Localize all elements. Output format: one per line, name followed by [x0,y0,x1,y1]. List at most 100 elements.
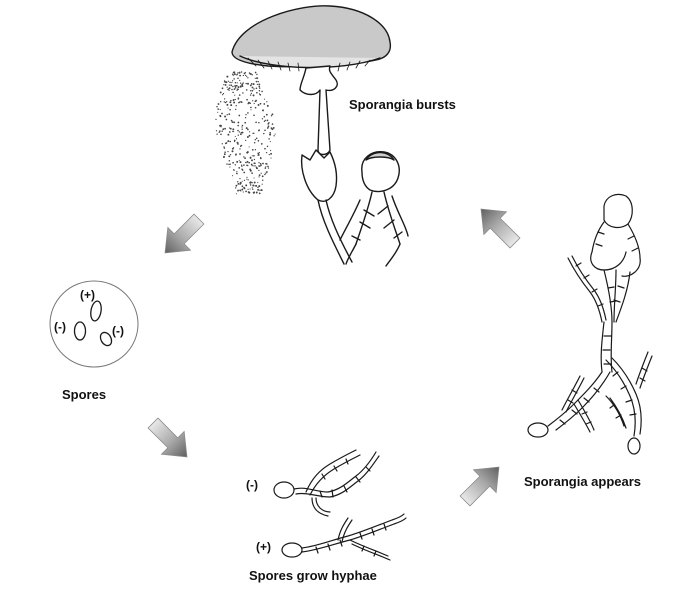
spore-dust-dot [252,94,255,97]
spore-dust-dot [265,166,267,168]
spore-dust-dot [219,130,221,132]
spore-dust-dot [258,89,261,92]
spore-plus [90,300,102,322]
spore-dust-dot [250,92,253,95]
spore-dust-dot [264,147,266,150]
spore-dust-dot [238,131,241,133]
sporangium-head [603,193,633,229]
spore-dust-dot [270,149,272,152]
spore-dust-dot [229,81,231,84]
spore-dust-dot [272,126,275,129]
spore-dust-dot [224,98,226,100]
spore-dust-dot [239,161,242,164]
spore-dust-dot [234,164,237,166]
spore-dust-dot [221,93,224,96]
spore-dust-dot [237,72,239,74]
spore-dust-dot [246,75,248,77]
spore-dust-dot [219,124,222,127]
spore-dust-dot [243,156,245,158]
spore-dust-dot [250,73,252,75]
spore-dust-dot [224,151,226,153]
spore-dust-dot [249,84,252,87]
spore-dust-dot [229,140,232,143]
spore-dust-dot [241,165,243,168]
spore-dust-dot [234,85,236,88]
spore-dust-dot [221,87,224,90]
spore-dust-dot [257,182,259,184]
spore-dust-dot [241,82,244,84]
spore-dust-dot [254,106,257,109]
spore-dust-dot [223,84,225,86]
spore-dust-dot [231,121,234,123]
sporangium-base-right [627,437,641,455]
spore-dust-dot [267,123,270,125]
spore-dust-dot [271,113,274,116]
spore-dust-dot [242,191,244,193]
spore-dust-dot [245,161,247,164]
spore-dust-dot [238,167,241,169]
spore-dust-dot [226,100,228,103]
spore-dust-dot [260,143,263,145]
spore-dust-dot [240,131,242,134]
spore-dust-dot [233,139,236,142]
spore-dust-dot [259,87,261,89]
spore-dust-dot [253,177,255,179]
spore-dust-dot [219,115,222,118]
spore-dust-dot [239,145,242,147]
spore-dust-dot [244,121,247,124]
hypha-plus-spore [281,542,303,558]
spore-dust-dot [237,121,240,124]
spore-dust-dot [243,186,246,189]
spore-dust-dot [258,83,261,86]
spore-dust-dot [252,188,254,190]
spore-dust-dot [264,129,266,132]
spore-dust-dot [239,101,241,103]
spore-dust-dot [247,82,249,85]
spore-dust-dot [244,157,246,159]
label-sporangia-bursts: Sporangia bursts [349,97,456,112]
spore-dust-dot [236,171,238,173]
spore-dust-dot [243,72,246,75]
spore-dust-dot [225,81,228,84]
spore-dust-dot [241,188,244,191]
spore-dust-dot [271,123,274,125]
spore-dust-dot [265,151,268,154]
spore-dust-dot [251,159,253,162]
spore-dust-dot [240,164,243,166]
spore-dust-dot [228,89,230,91]
spore-dust-dot [246,98,248,101]
spore-dust-dot [225,118,228,121]
spore-dust-dot [248,161,250,164]
spore-dust-dot [263,132,265,135]
spore-dust-dot [271,128,274,130]
spore-dust-dot [243,171,246,174]
spore-dust-dot [229,163,231,165]
spore-dust-dot [259,162,262,165]
spore-dust-dot [228,160,231,162]
spore-dust-dot [222,92,225,95]
spore-dust-dot [240,101,243,104]
spore-dust-dot [234,82,237,84]
spore-dust-dot [220,133,222,136]
spore-minus-right [99,331,113,347]
spore-dust-dot [232,85,234,88]
spore-dust-dot [232,128,235,131]
hypha-plus-strand [301,513,405,549]
spore-dust-dot [237,98,239,100]
spore-dust-dot [224,83,227,86]
spore-dust-dot [235,193,237,195]
spore-dust-dot [219,109,221,111]
spore-dust-dot [237,129,239,132]
spore-dust-dot [245,184,248,187]
spore-dust-dot [228,113,231,115]
spore-dust-dot [239,148,241,150]
spore-dust-dot [249,181,252,184]
spore-dust-dot [269,132,272,134]
spore-dust-dot [252,83,255,86]
spore-dust-dot [233,121,236,124]
spore-dust-dot [257,139,260,142]
spore-dust-dot [257,186,259,189]
spore-dust-dot [239,82,242,84]
spore-dust-dot [246,160,249,163]
